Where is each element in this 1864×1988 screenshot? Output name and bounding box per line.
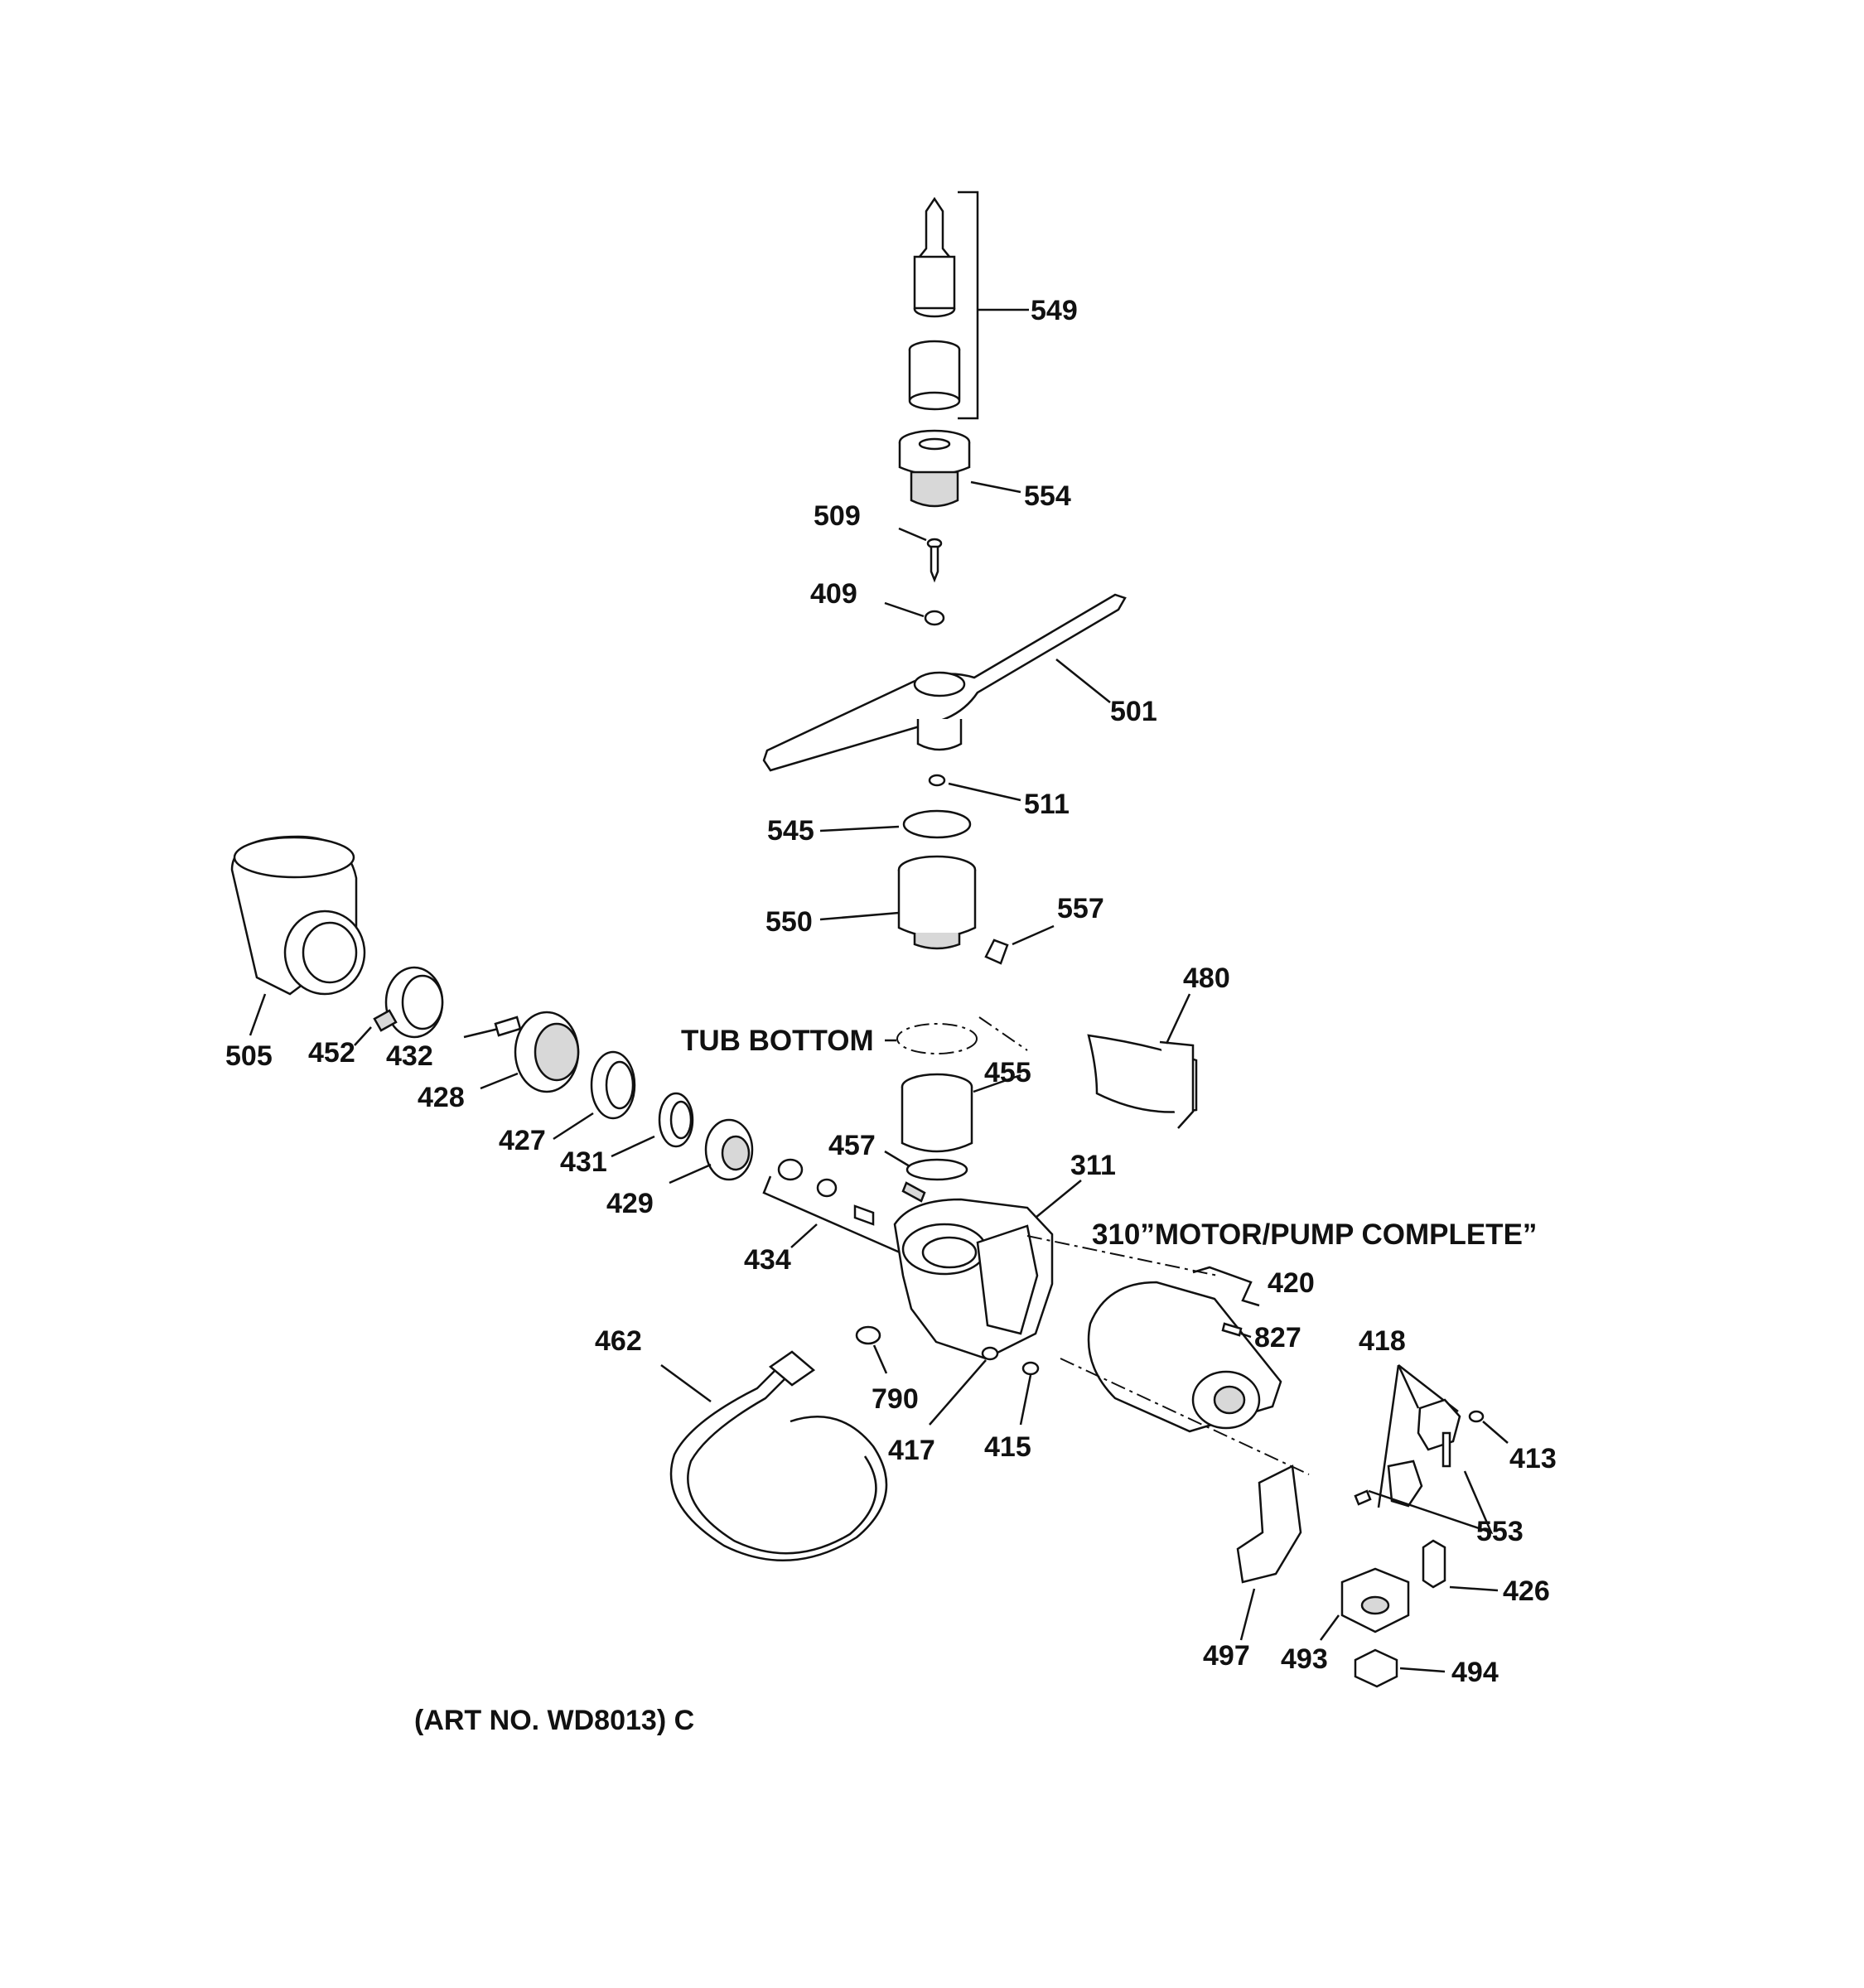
part-452-drawing <box>354 966 444 1046</box>
part-426-drawing <box>1422 1539 1499 1592</box>
label-409: 409 <box>810 578 857 610</box>
part-418-drawing <box>1354 1364 1509 1535</box>
label-501: 501 <box>1110 696 1157 727</box>
part-497-drawing <box>1236 1464 1302 1641</box>
part-494-drawing <box>1354 1648 1446 1688</box>
label-417: 417 <box>888 1435 935 1466</box>
label-553: 553 <box>1476 1516 1524 1547</box>
label-452: 452 <box>308 1037 355 1069</box>
label-429: 429 <box>606 1188 654 1219</box>
part-462-drawing <box>660 1350 888 1562</box>
label-311: 311 <box>1070 1150 1116 1181</box>
label-415: 415 <box>984 1431 1031 1463</box>
part-511-drawing <box>928 774 1021 802</box>
label-550: 550 <box>765 906 813 938</box>
label-420: 420 <box>1268 1267 1315 1299</box>
part-827-drawing <box>1221 1322 1252 1339</box>
part-311-drawing <box>893 1180 1082 1360</box>
label-431: 431 <box>560 1146 607 1178</box>
label-418: 418 <box>1359 1325 1406 1357</box>
label-494: 494 <box>1451 1657 1499 1688</box>
part-455-drawing <box>901 1073 1021 1153</box>
label-413: 413 <box>1509 1443 1557 1474</box>
part-420-drawing <box>1192 1266 1260 1307</box>
label-427: 427 <box>499 1125 546 1156</box>
part-428-drawing <box>463 1011 580 1093</box>
label-457: 457 <box>828 1130 876 1161</box>
part-509-drawing <box>898 527 943 583</box>
part-493-drawing <box>1319 1567 1410 1641</box>
label-554: 554 <box>1024 480 1071 512</box>
part-480-drawing <box>1087 993 1198 1129</box>
label-426: 426 <box>1503 1575 1550 1607</box>
label-432: 432 <box>386 1040 433 1072</box>
label-428: 428 <box>418 1082 465 1113</box>
part-431-drawing <box>611 1092 694 1158</box>
label-557: 557 <box>1057 893 1104 924</box>
label-493: 493 <box>1281 1643 1328 1675</box>
motor-drawing <box>1026 1235 1310 1475</box>
label-549: 549 <box>1031 295 1078 326</box>
label-462: 462 <box>595 1325 642 1357</box>
part-790-drawing <box>855 1325 888 1374</box>
motor-pump-label: 310”MOTOR/PUMP COMPLETE” <box>1092 1218 1537 1251</box>
label-511: 511 <box>1024 789 1070 820</box>
tub-bottom-label: TUB BOTTOM <box>681 1025 874 1057</box>
label-480: 480 <box>1183 963 1230 994</box>
part-550-drawing <box>819 855 977 950</box>
part-457-drawing <box>884 1150 968 1203</box>
part-429-drawing <box>669 1118 754 1185</box>
part-545-drawing <box>819 809 972 839</box>
part-557-drawing <box>984 924 1055 965</box>
part-554-drawing <box>898 429 1021 508</box>
label-505: 505 <box>225 1040 273 1072</box>
art-number-label: (ART NO. WD8013) C <box>414 1705 694 1736</box>
label-545: 545 <box>767 815 814 847</box>
part-409-drawing <box>884 601 945 626</box>
part-434-drawing <box>762 1158 921 1259</box>
part-427-drawing <box>553 1050 636 1141</box>
part-505-drawing <box>230 835 366 1036</box>
label-827: 827 <box>1254 1322 1301 1353</box>
part-501-drawing <box>762 593 1127 772</box>
label-434: 434 <box>744 1244 791 1276</box>
label-790: 790 <box>872 1383 919 1415</box>
label-455: 455 <box>984 1057 1031 1088</box>
tub-bottom-drawing <box>885 1016 1028 1054</box>
label-497: 497 <box>1203 1640 1250 1672</box>
part-415-drawing <box>1019 1361 1040 1426</box>
part-549-drawing <box>908 191 1029 420</box>
part-labels: 549 554 509 409 501 511 545 550 557 480 … <box>225 295 1557 1736</box>
part-417-drawing <box>929 1346 999 1426</box>
label-509: 509 <box>814 500 861 532</box>
